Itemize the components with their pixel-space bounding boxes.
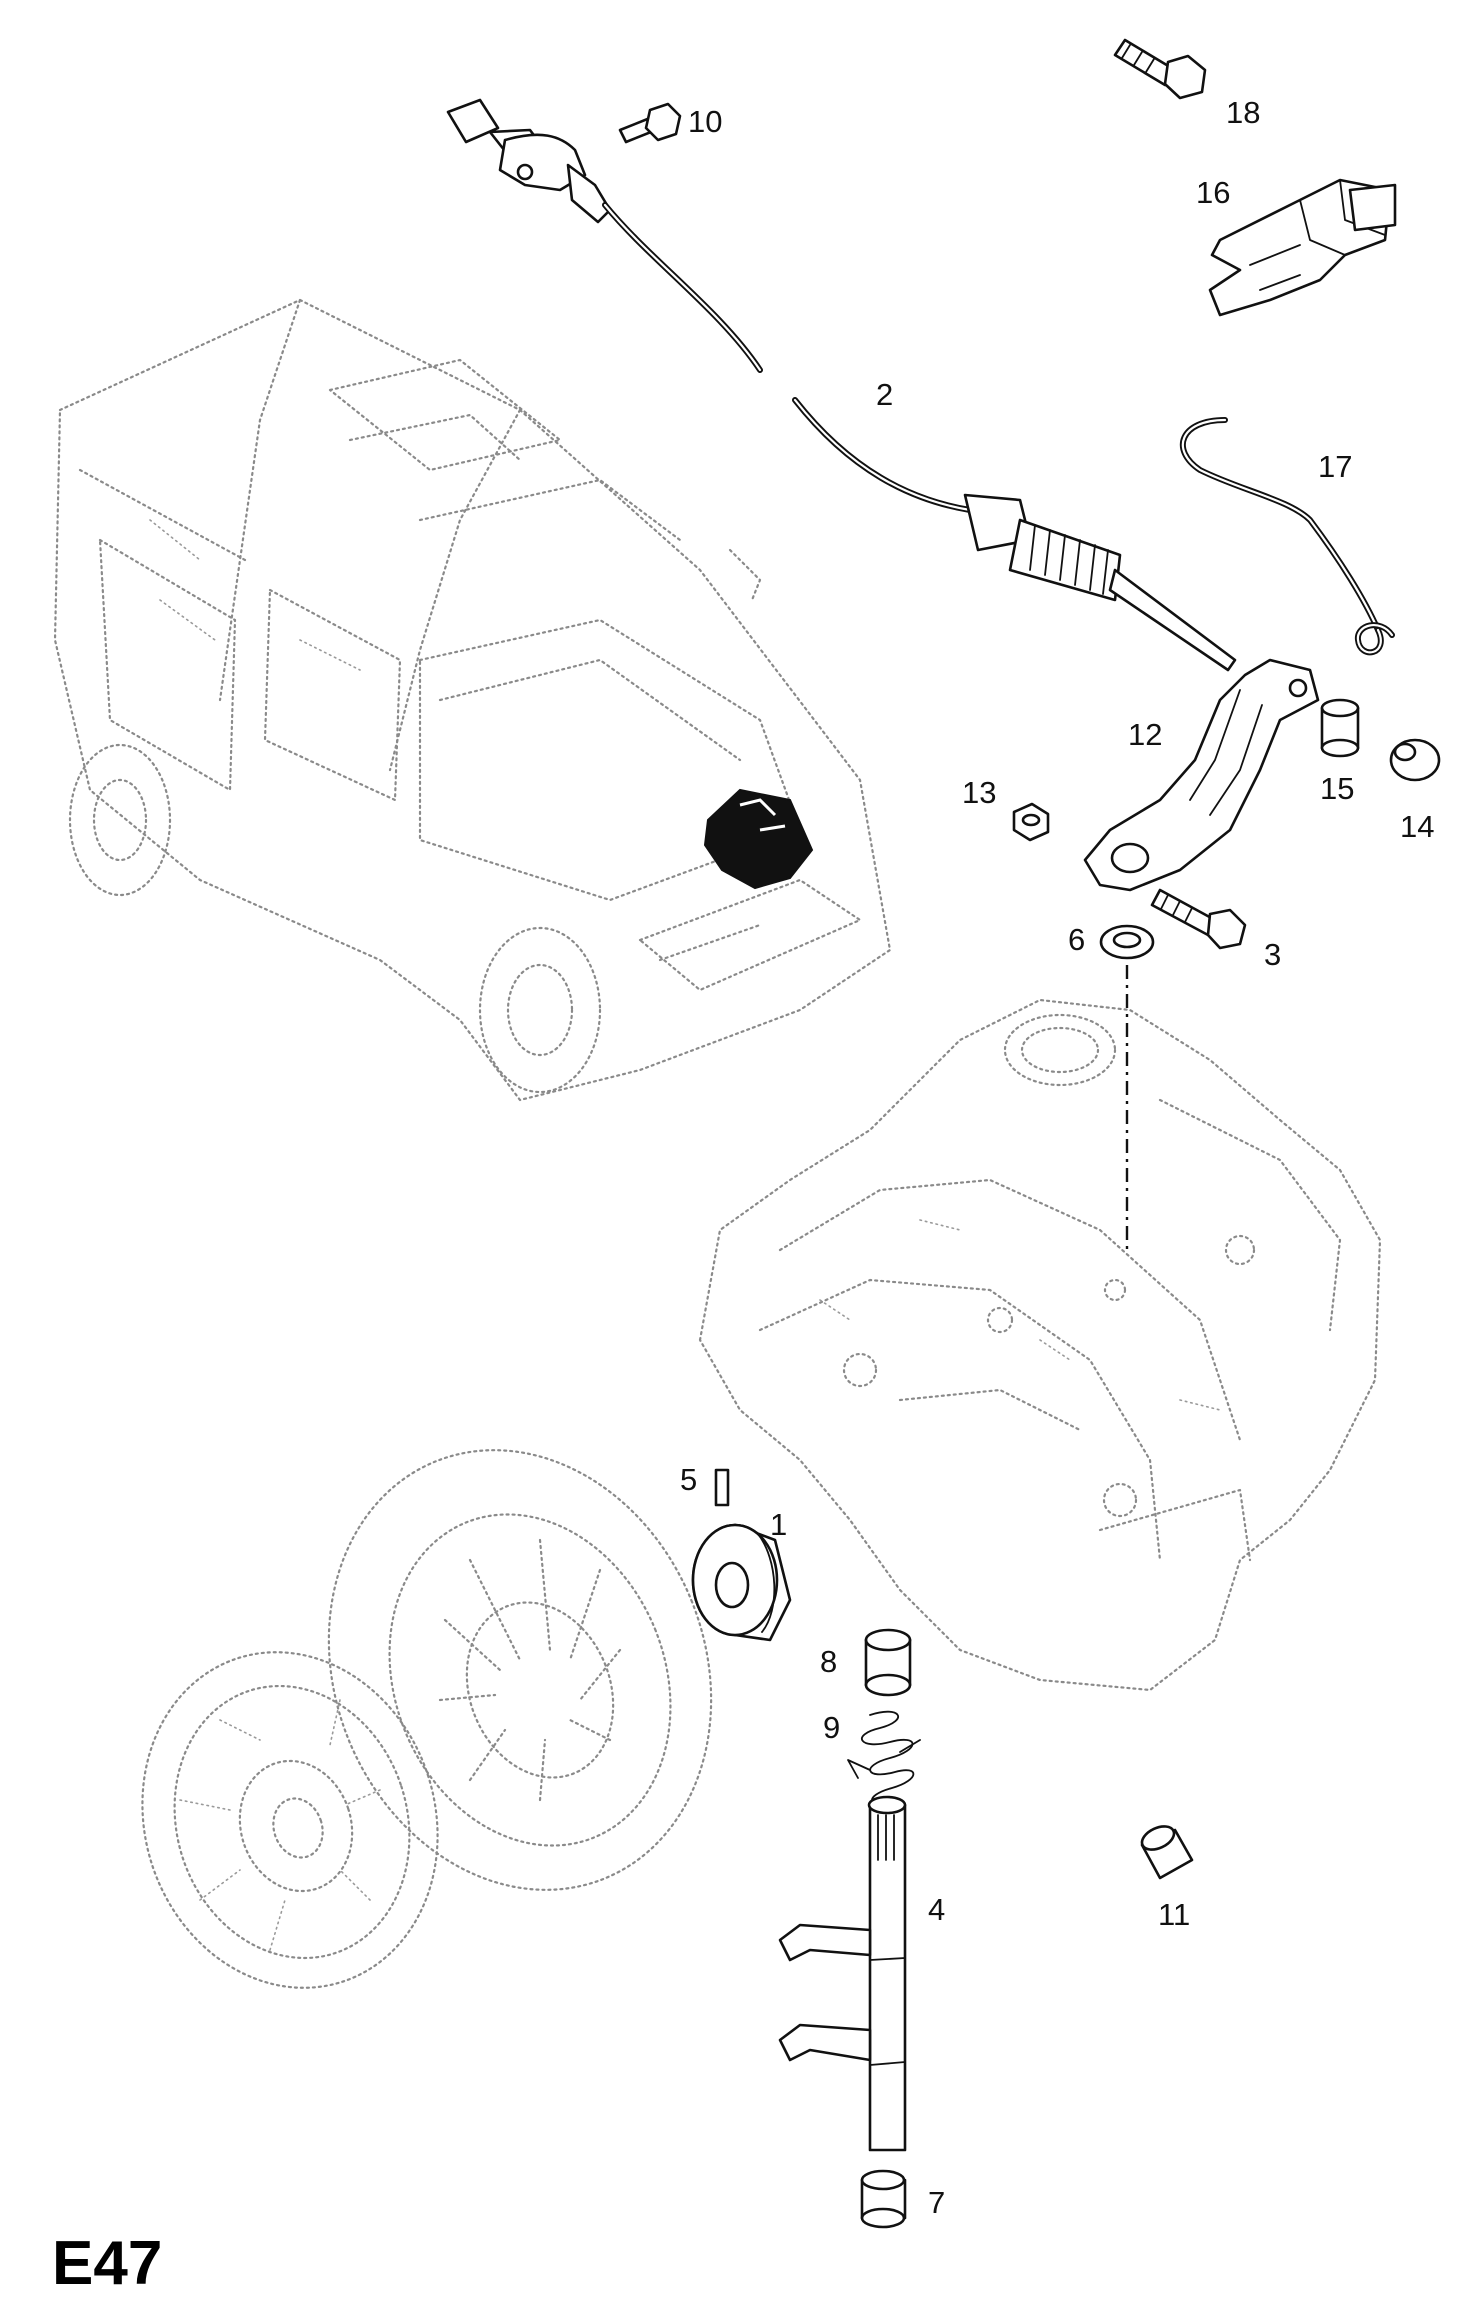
callout-9: 9 xyxy=(823,1710,840,1745)
clutch-cable xyxy=(446,98,1237,672)
release-bearing-1 xyxy=(691,1523,792,1642)
clutch-disc-outline xyxy=(141,1651,439,1989)
bushing-8 xyxy=(864,1628,912,1697)
bushing-11 xyxy=(1140,1825,1194,1880)
release-shaft-4 xyxy=(778,1795,907,2152)
callout-10: 10 xyxy=(688,104,722,139)
release-lever-12 xyxy=(1083,658,1320,892)
bolt-18 xyxy=(1113,38,1207,100)
spring-9 xyxy=(847,1710,921,1805)
callout-12: 12 xyxy=(1128,717,1162,752)
callout-4: 4 xyxy=(928,1892,945,1927)
callout-1: 1 xyxy=(770,1507,787,1542)
callout-5: 5 xyxy=(680,1462,697,1497)
callout-2: 2 xyxy=(876,377,893,412)
callout-16: 16 xyxy=(1196,175,1230,210)
bushing-15 xyxy=(1320,698,1360,758)
callout-6: 6 xyxy=(1068,922,1085,957)
pressure-plate-outline xyxy=(327,1449,713,1891)
callout-11: 11 xyxy=(1158,1897,1190,1932)
callout-14: 14 xyxy=(1400,809,1434,844)
callout-17: 17 xyxy=(1318,449,1352,484)
callout-13: 13 xyxy=(962,775,996,810)
pin-5 xyxy=(714,1468,730,1507)
nut-13 xyxy=(1012,802,1050,842)
bracket-16 xyxy=(1208,178,1397,317)
gearbox-outline xyxy=(698,998,1382,1692)
bolt-10 xyxy=(618,102,682,144)
spring-wire-17 xyxy=(1179,417,1395,656)
callout-3: 3 xyxy=(1264,937,1281,972)
vehicle-outline xyxy=(53,298,892,1102)
callout-15: 15 xyxy=(1320,771,1354,806)
page-code: E47 xyxy=(52,2229,162,2298)
callout-8: 8 xyxy=(820,1644,837,1679)
plug-14 xyxy=(1389,738,1441,782)
bushing-7 xyxy=(860,2169,907,2229)
transmission-location-marker xyxy=(703,788,814,890)
bolt-3 xyxy=(1150,888,1247,950)
washer-6 xyxy=(1099,924,1155,960)
callout-7: 7 xyxy=(928,2185,945,2220)
callout-18: 18 xyxy=(1226,95,1260,130)
